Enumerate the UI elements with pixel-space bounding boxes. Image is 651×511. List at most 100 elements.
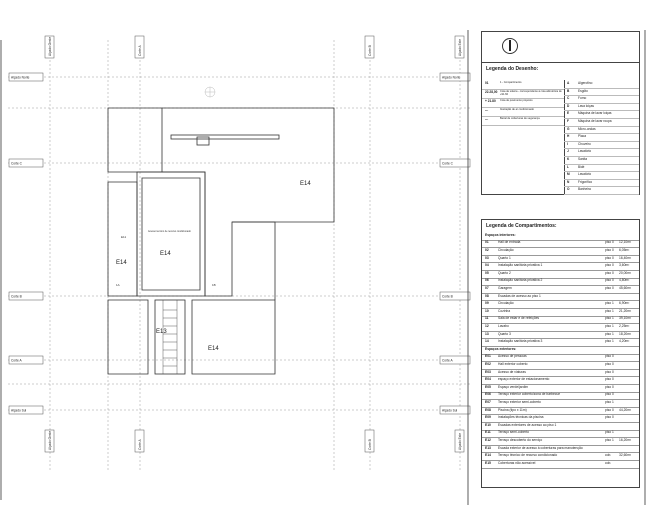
room-floor: piso 0: [605, 415, 614, 420]
hatch-label: E11: [121, 235, 126, 239]
room-floor: piso 0: [605, 392, 614, 397]
symbol-code: J: [567, 149, 569, 154]
drawing-legend-text: 1 - Compartimento: [500, 81, 522, 84]
drawing-legend-code: ---: [485, 117, 489, 121]
room-name: Instalação sanitária privativa 2: [498, 278, 543, 283]
room-area: 21,20m²: [619, 308, 632, 313]
symbol-text: Esgôto: [578, 88, 588, 93]
room-floor: piso 0: [605, 247, 614, 252]
room-floor: piso 0: [605, 384, 614, 389]
room-name: Terraço exterior semi-coberto: [498, 399, 541, 404]
axis-left-2: Corte C: [11, 162, 23, 166]
room-name: Espaço verde/jardim: [498, 384, 529, 389]
room-code: E02: [485, 361, 491, 366]
room-floor: piso 1: [605, 316, 614, 321]
symbol-text: Frigorífico: [578, 179, 593, 184]
symbol-code: N: [567, 179, 570, 184]
room-code: 10: [485, 308, 489, 313]
drawing-legend-code: 22.28,00: [485, 90, 498, 94]
symbol-text: Sanita: [578, 157, 588, 161]
room-name: Escadas de acesso ao piso 1: [498, 293, 541, 298]
room-name: Coberturas não acessível: [498, 460, 536, 465]
room-floor: piso 0: [605, 255, 614, 260]
room-floor: piso 0: [605, 369, 614, 374]
room-area: 6,05m²: [619, 247, 630, 252]
room-floor: piso 0: [605, 240, 614, 245]
axis-top-2: Corte A: [138, 44, 142, 56]
room-name: Quarto 3: [498, 331, 511, 336]
symbol-text: Banheira: [578, 187, 591, 192]
symbol-code: K: [567, 157, 570, 161]
room-area: 20,00m²: [619, 270, 632, 275]
drawing-legend-code: ---: [485, 108, 489, 112]
room-name: Instalação sanitária privativa 1: [498, 263, 543, 268]
room-name: Terraço técnico de recurso condicionado: [498, 453, 558, 458]
drawing-legend-text: Cota de pavimento proposto: [500, 99, 533, 102]
symbol-legend-item: M Lavatório: [564, 171, 639, 180]
axis-right-1: Alçado Norte: [442, 76, 461, 80]
room-code: 03: [485, 255, 489, 260]
axis-label-boxes: [8, 35, 471, 453]
axis-bottom-4: Alçado Este: [458, 433, 462, 450]
room-area: 3,60m²: [619, 263, 630, 268]
room-note: Acesso técnico de recurso condicionado: [148, 230, 191, 233]
axis-left-5: Alçado Sul: [11, 409, 27, 413]
symbol-code: M: [567, 172, 570, 177]
axis-left-3: Corte B: [11, 295, 22, 299]
symbol-code: D: [567, 103, 570, 108]
symbol-text: Lavatório: [578, 172, 592, 177]
symbol-legend-item: B Esgôto: [564, 88, 639, 97]
axis-right-4: Corte A: [442, 359, 454, 363]
symbol-text: Chuveiro: [578, 141, 591, 146]
symbol-code: L: [567, 164, 569, 169]
symbol-code: H: [567, 134, 570, 139]
axis-left-4: Corte A: [11, 359, 23, 363]
room-area: 4,20m²: [619, 339, 630, 344]
room-name: Quarto 2: [498, 270, 511, 275]
room-floor: piso 0: [605, 270, 614, 275]
room-name: Lavabo: [498, 323, 509, 328]
room-code: 01: [485, 240, 489, 245]
room-name: Terraço semi-coberto: [498, 430, 529, 435]
room-code: E15: [485, 460, 491, 465]
axis-right-5: Alçado Sul: [442, 409, 458, 413]
room-name: Quarto 1: [498, 255, 511, 260]
compass-mark: [204, 86, 216, 98]
symbol-text: Bidé: [578, 164, 585, 169]
room-floor: piso 1: [605, 323, 614, 328]
room-area: 4,80m²: [619, 278, 630, 283]
symbol-text: Lavatório: [578, 149, 592, 154]
room-area: 16,20m²: [619, 437, 632, 442]
room-floor: piso 0: [605, 407, 614, 412]
room-floor: cob.: [605, 460, 612, 465]
room-name: Hall de entrada: [498, 240, 521, 245]
room-name: Sala de estar e de refeições: [498, 316, 540, 321]
symbol-text: Máquina de lavar roupa: [578, 119, 612, 123]
axis-bottom-3: Corte B: [368, 439, 372, 450]
symbol-code: B: [567, 88, 570, 93]
room-area: 6,90m²: [619, 301, 630, 306]
room-floor: piso 0: [605, 278, 614, 283]
symbol-legend-item: K Sanita: [564, 156, 639, 165]
room-code: 13: [485, 331, 489, 336]
room-code: 05: [485, 270, 489, 275]
drawing-legend-item: ---Beiral de coberturas de segurança: [482, 116, 564, 126]
room-row: 05 Quarto 2 piso 0 20,00m²: [482, 270, 639, 279]
